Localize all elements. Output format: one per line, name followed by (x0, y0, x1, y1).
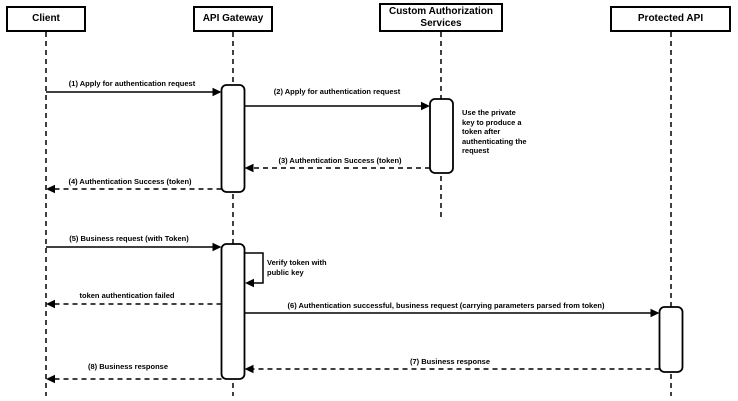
message-failed-arrowhead-icon (46, 299, 55, 309)
message-6-label: (6) Authentication successful, business … (287, 301, 605, 310)
message-8-label: (8) Business response (87, 362, 169, 371)
participant-client-label: Client (32, 13, 60, 24)
self-message-line (244, 252, 264, 284)
message-1-label: (1) Apply for authentication request (68, 79, 196, 88)
message-7-label: (7) Business response (409, 357, 491, 366)
message-2-label: (2) Apply for authentication request (273, 87, 401, 96)
self-message-label: Verify token with public key (267, 258, 327, 277)
activation-protected-api (658, 306, 684, 373)
self-message-arrowhead-icon (245, 278, 254, 288)
message-3-label: (3) Authentication Success (token) (278, 156, 402, 165)
participant-client: Client (6, 6, 86, 32)
activation-api-gateway-2 (220, 243, 246, 380)
participant-api-gateway: API Gateway (193, 6, 273, 32)
message-7-arrowhead-icon (244, 364, 254, 374)
participant-protected-api-label: Protected API (637, 13, 704, 24)
message-4-label: (4) Authentication Success (token) (68, 177, 192, 186)
message-2-arrowhead-icon (421, 101, 430, 111)
participant-custom-auth: Custom Authorization Services (379, 3, 503, 32)
participant-custom-auth-label: Custom Authorization Services (388, 5, 494, 29)
activation-api-gateway-1 (220, 84, 246, 193)
message-6-arrowhead-icon (650, 308, 660, 318)
participant-protected-api: Protected API (610, 6, 731, 32)
message-4-arrowhead-icon (46, 184, 55, 194)
message-5-label: (5) Business request (with Token) (69, 234, 189, 243)
participant-api-gateway-label: API Gateway (202, 13, 264, 24)
message-3-arrowhead-icon (244, 163, 254, 173)
message-failed-label: token authentication failed (79, 291, 175, 300)
activation-custom-auth (429, 98, 454, 174)
message-1-arrowhead-icon (212, 87, 222, 97)
message-5-arrowhead-icon (212, 242, 222, 252)
private-key-note: Use the private key to produce a token a… (462, 108, 527, 155)
message-8-arrowhead-icon (46, 374, 55, 384)
